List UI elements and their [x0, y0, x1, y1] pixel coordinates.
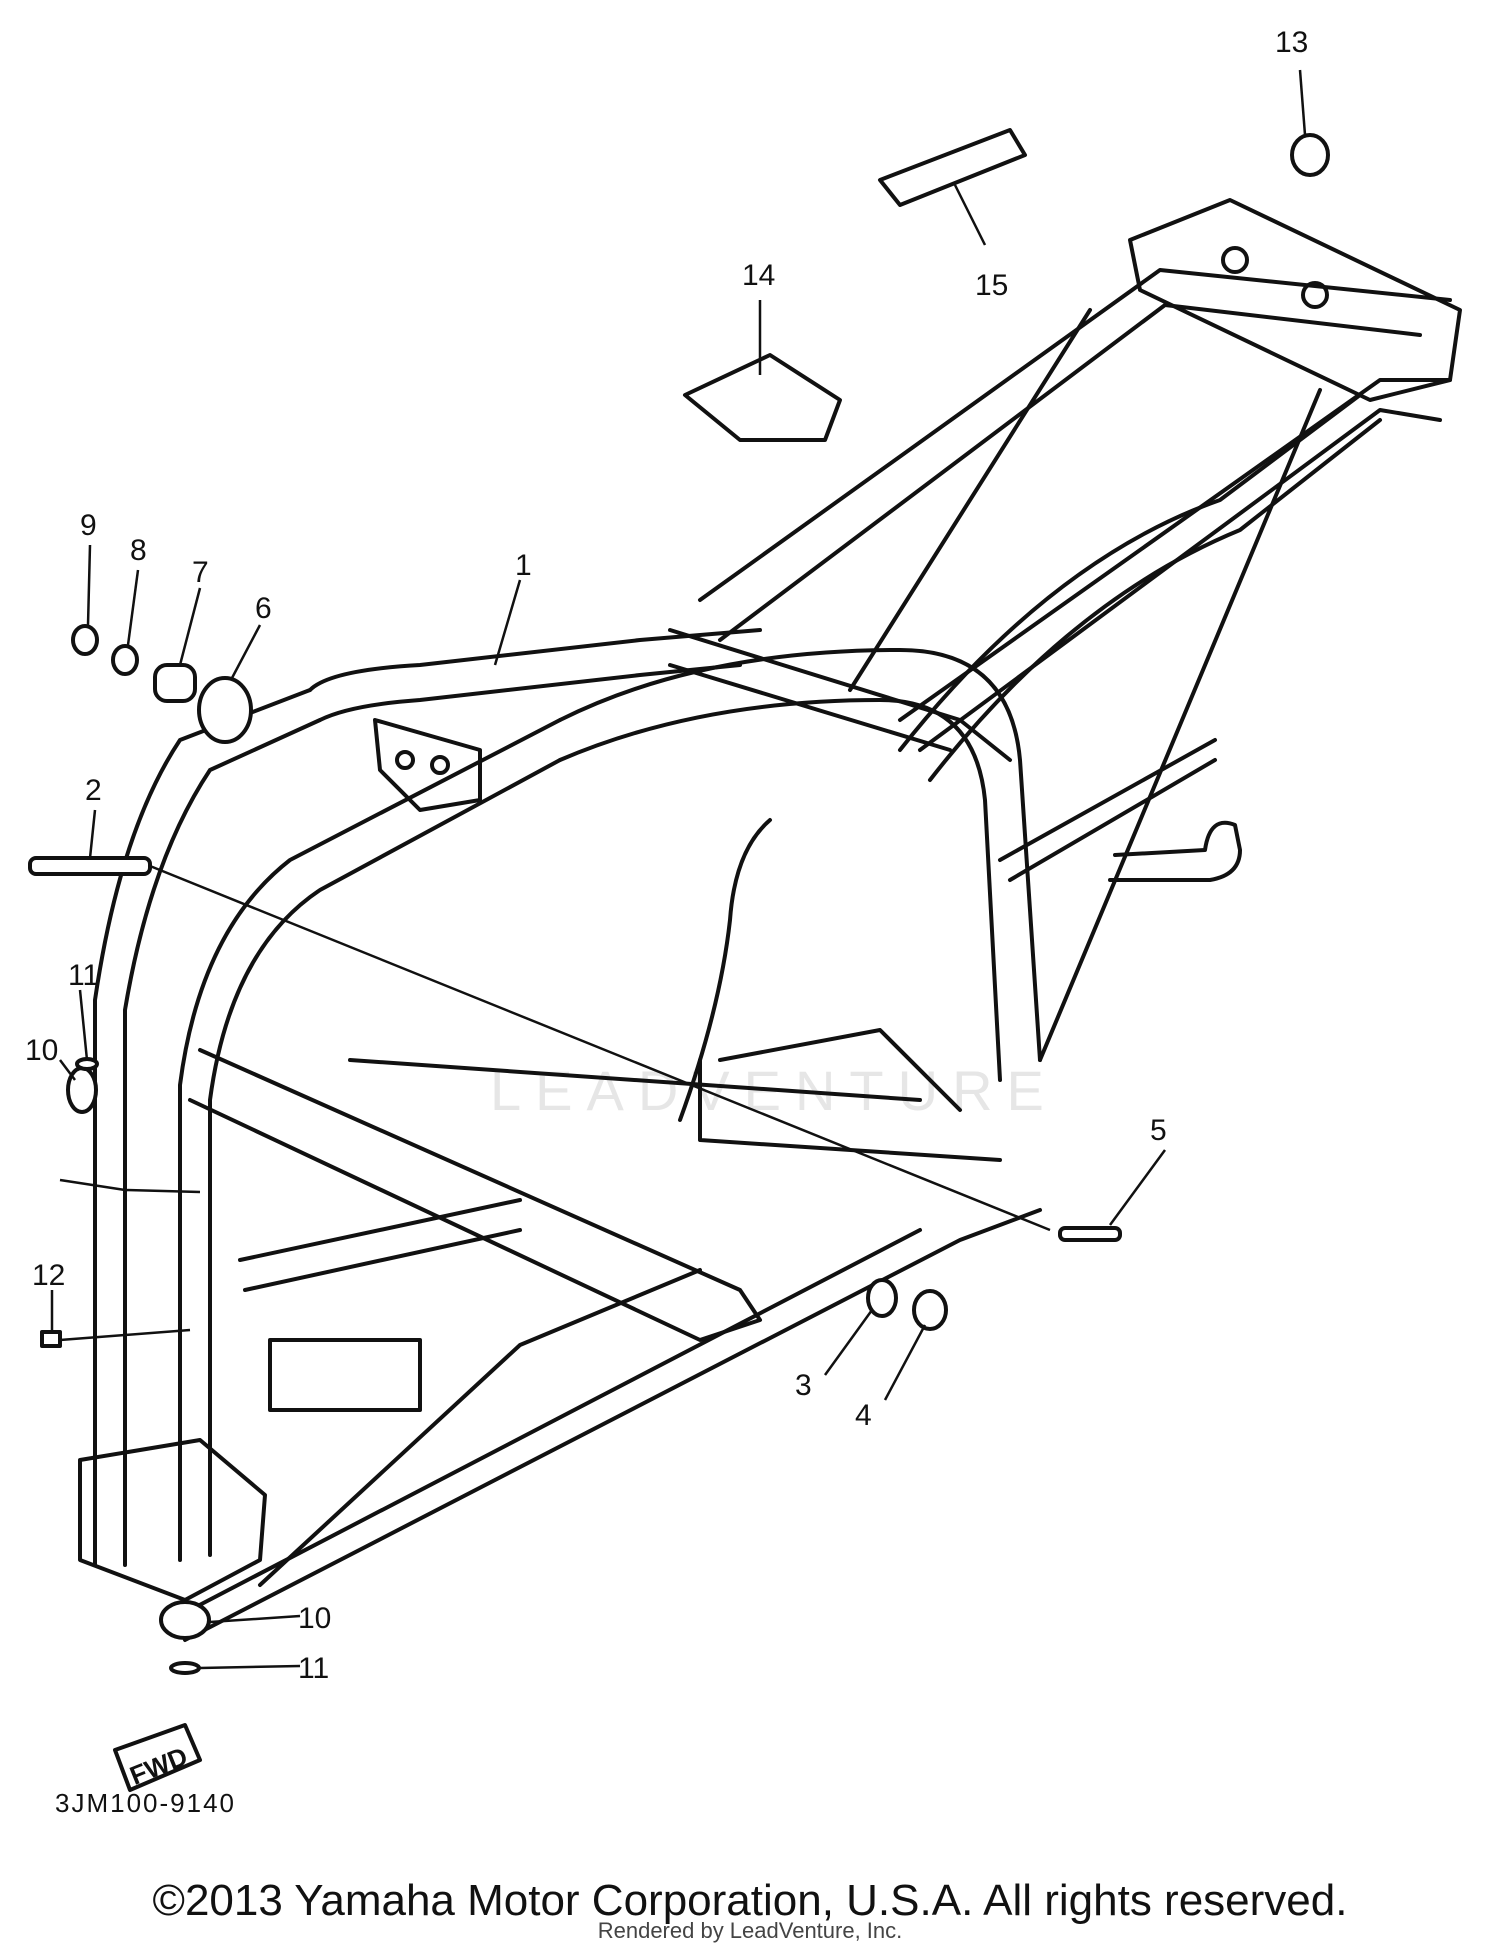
frame-rear-diagonal [898, 393, 1362, 752]
part-11-upper-washer [75, 1057, 99, 1071]
frame-rear-upper-rail-left-inner [718, 303, 1422, 642]
leader-9 [86, 544, 92, 626]
leader-11a [78, 989, 89, 1061]
leader-15 [953, 184, 987, 246]
frame-front-left-tube [93, 688, 312, 1567]
leader-1 [493, 579, 522, 666]
leader-6 [230, 624, 262, 679]
callout-labels: 13 15 14 1 9 8 7 6 2 11 10 12 3 4 5 10 1… [25, 26, 1308, 1818]
frame-engine-mount-box [268, 1338, 422, 1412]
frame-front-plate-hole-2 [430, 755, 450, 775]
leader-2 [88, 809, 97, 859]
callout-13: 13 [1275, 26, 1308, 59]
leader-7 [178, 587, 202, 666]
fwd-tag-shape [113, 1723, 202, 1792]
leader-axis-2 [149, 864, 1051, 1232]
frame-rear-upper-rail-right-inner [918, 408, 1442, 752]
frame-middle-cross-lower-2 [243, 1228, 522, 1292]
part-15-damper [878, 128, 1027, 207]
part-7-collar [153, 663, 197, 703]
frame-engine-cradle-3 [698, 1058, 1002, 1162]
frame-rear-lower-stay-left [848, 308, 1092, 692]
frame-top-tube [308, 628, 762, 692]
callout-4: 4 [855, 1399, 872, 1432]
callout-11a: 11 [68, 959, 99, 992]
frame-top-tube-lower [318, 663, 742, 722]
callout-8: 8 [130, 534, 147, 567]
callout-9: 9 [80, 509, 97, 542]
frame-rear-seat-bracket [1128, 198, 1462, 402]
leader-lines [50, 69, 1307, 1670]
frame-front-bottom-bracket [78, 1438, 267, 1602]
callout-14: 14 [742, 259, 775, 292]
loose-parts [28, 128, 1330, 1792]
part-8-washer [111, 644, 139, 676]
frame-front-plate [373, 718, 482, 812]
leader-10a [59, 1059, 76, 1081]
callout-5: 5 [1150, 1114, 1167, 1147]
callout-10a: 10 [25, 1034, 58, 1067]
part-5-bolt [1058, 1226, 1122, 1242]
part-6-bushing [197, 676, 253, 744]
leader-13 [1298, 69, 1307, 136]
frame-front-hoop-inner [558, 698, 1002, 1082]
part-4-nut [912, 1289, 948, 1331]
leader-4 [883, 1324, 927, 1401]
frame-engine-cradle-2 [718, 1028, 962, 1112]
frame-shock-cross-2 [668, 663, 952, 752]
frame-side-rail-lower [1008, 758, 1217, 882]
callout-6: 6 [255, 592, 272, 625]
frame-rear-lower-stay-right [1038, 388, 1322, 1062]
frame-rear-upper-rail-left [698, 268, 1452, 602]
diagram-code: 3JM100-9140 [55, 1788, 236, 1818]
callout-3: 3 [795, 1369, 812, 1402]
frame-rear-bracket-hole-1 [1221, 246, 1249, 274]
leader-12-b [59, 1328, 191, 1342]
frame-rear-upper-rail-right [898, 378, 1452, 722]
frame-middle-cross-upper [188, 1048, 762, 1342]
frame-lower-rail-left-inner [188, 1228, 922, 1612]
callout-15: 15 [975, 269, 1008, 302]
part-11-lower-washer [169, 1661, 201, 1675]
frame-front-right-tube [178, 718, 562, 1562]
frame-rear-bracket-hole-2 [1301, 281, 1329, 309]
part-12-clip [40, 1330, 62, 1348]
frame-footrest [1108, 820, 1242, 882]
rendered-by-credit: Rendered by LeadVenture, Inc. [597, 1918, 903, 1943]
callout-12: 12 [32, 1259, 65, 1292]
frame-front-right-tube-inner [208, 758, 562, 1557]
part-14-pad [683, 353, 842, 442]
frame-shock-cross [668, 628, 1012, 762]
callout-7: 7 [192, 556, 209, 589]
frame-lower-rail-left [183, 1208, 1042, 1642]
part-3-collar [866, 1278, 898, 1318]
frame-front-hoop [558, 648, 1042, 1062]
frame-front-plate-hole-1 [395, 750, 415, 770]
leader-5 [1108, 1149, 1167, 1226]
callout-11b: 11 [298, 1652, 329, 1685]
frame-middle-cross-lower [238, 1198, 522, 1262]
frame-front-left-tube-inner [123, 718, 322, 1567]
part-2-bolt [28, 856, 152, 876]
leader-8 [126, 569, 140, 646]
leader-11b [199, 1664, 301, 1670]
copyright-notice: ©2013 Yamaha Motor Corporation, U.S.A. A… [152, 1876, 1348, 1925]
callout-2: 2 [85, 774, 102, 807]
frame-rear-diagonal-inner [928, 418, 1382, 782]
part-13-collar [1290, 133, 1330, 177]
frame-side-rail [998, 738, 1217, 862]
callout-1: 1 [515, 549, 532, 582]
leader-10-11-bracket [59, 1178, 201, 1194]
part-10-lower-bushing [159, 1600, 211, 1640]
frame-lower-rail-long [258, 1268, 702, 1587]
leader-10b [209, 1614, 301, 1624]
frame-body [78, 198, 1462, 1642]
callout-10b: 10 [298, 1602, 331, 1635]
frame-middle-cross-center [348, 1058, 922, 1102]
leader-3 [823, 1309, 874, 1376]
part-9-nut [71, 624, 99, 656]
